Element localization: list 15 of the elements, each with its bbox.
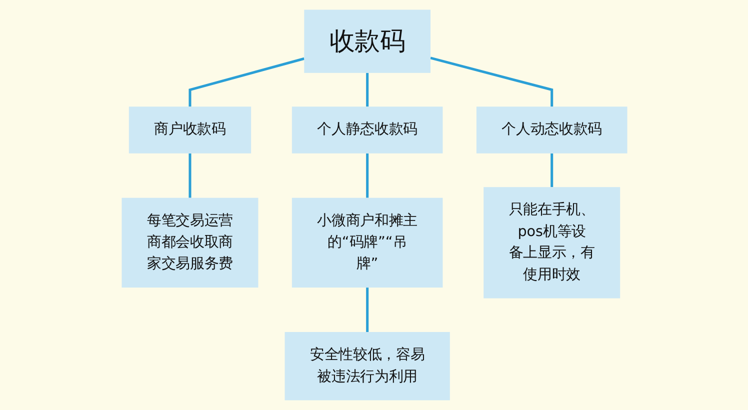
connector (188, 153, 191, 198)
connector (430, 56, 553, 107)
connector (366, 72, 368, 107)
node-box: 收款码 (304, 10, 430, 73)
node-box: 个人静态收款码 (291, 106, 442, 154)
connector (366, 153, 368, 198)
node-box: 商户收款码 (128, 106, 251, 154)
connector (366, 288, 368, 332)
connector (550, 153, 553, 188)
node-box: 每笔交易运营商都会收取商家交易服务费 (121, 198, 258, 288)
node-box: 只能在手机、pos机等设备上显示，有使用时效 (483, 187, 620, 298)
node-box: 安全性较低，容易被违法行为利用 (284, 332, 450, 400)
connector (188, 57, 304, 107)
node-box: 小微商户和摊主的“码牌”“吊牌” (291, 198, 442, 288)
node-box: 个人动态收款码 (476, 106, 627, 154)
